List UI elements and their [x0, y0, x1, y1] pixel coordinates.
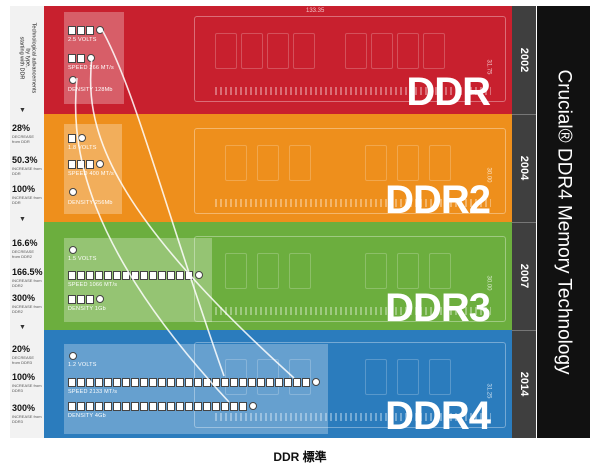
ddr4-volts-label: 1.2 VOLTS	[68, 362, 97, 368]
tech-advancements-note: Technological advancements by type, star…	[18, 22, 37, 94]
ddr2-density-pct: 100%	[12, 184, 36, 194]
ddr-density-label: DENSITY 128Mb	[68, 87, 113, 93]
ddr2-volts-label: 1.8 VOLTS	[68, 145, 97, 151]
ddr4-speed-label: SPEED 2133 MT/s	[68, 389, 118, 395]
ddr3-title: DDR3	[385, 286, 491, 330]
ddr3-density-boxes	[68, 295, 104, 304]
ddr-band: 133.35 31.75 2.5 VOLTS SPEED 266 MT/s DE…	[44, 6, 512, 114]
percentage-column: Technological advancements by type, star…	[10, 6, 44, 438]
ddr2-title: DDR2	[385, 178, 491, 222]
ddr3-speed-pct-note: INCREASE from DDR2	[12, 278, 42, 288]
ddr4-density-label: DENSITY 4Gb	[68, 413, 106, 419]
ddr-title: DDR	[406, 70, 491, 114]
ddr3-density-pct-note: INCREASE from DDR2	[12, 304, 42, 314]
year-ddr4: 2014	[518, 371, 531, 397]
ddr4-volts-boxes	[68, 352, 77, 360]
ddr4-volts-pct: 20%	[12, 344, 31, 354]
year-ddr2: 2004	[512, 114, 536, 223]
ddr3-volts-boxes	[68, 246, 77, 254]
ddr2-speed-pct-note: INCREASE from DDR	[12, 166, 42, 176]
ddr4-speed-pct-note: INCREASE from DDR3	[12, 383, 42, 393]
ddr2-density-boxes	[68, 188, 77, 196]
module-width-dimension: 133.35	[306, 8, 325, 14]
ddr2-volts-boxes	[68, 134, 86, 143]
year-ddr3: 2007	[512, 222, 536, 331]
brand-column: Crucial® DDR4 Memory Technology	[537, 6, 590, 438]
ddr2-speed-boxes	[68, 160, 104, 169]
ddr3-volts-pct-note: DECREASE from DDR2	[12, 249, 35, 259]
ddr2-volts-pct-note: DECREASE from DDR	[12, 134, 35, 144]
arrow-down-icon: ▼	[19, 324, 26, 331]
ddr3-density-label: DENSITY 1Gb	[68, 306, 106, 312]
ddr4-density-pct: 300%	[12, 403, 36, 413]
ddr2-volts-pct: 28%	[12, 123, 31, 133]
ddr3-band: 30.00 1.5 VOLTS SPEED 1066 MT/s DENSITY …	[44, 222, 512, 330]
ddr3-volts-pct: 16.6%	[12, 238, 38, 248]
ddr-volts-boxes	[68, 26, 104, 35]
ddr4-volts-pct-note: DECREASE from DDR3	[12, 355, 35, 365]
arrow-down-icon: ▼	[19, 107, 26, 114]
ddr3-volts-label: 1.5 VOLTS	[68, 256, 97, 262]
infographic: Technological advancements by type, star…	[10, 6, 590, 438]
arrow-down-icon: ▼	[19, 216, 26, 223]
ddr4-density-pct-note: INCREASE from DDR3	[12, 414, 42, 424]
ddr4-speed-pct: 100%	[12, 372, 36, 382]
ddr4-speed-boxes	[68, 378, 320, 387]
ddr3-density-pct: 300%	[12, 293, 36, 303]
year-column: 2002 2004 2007 2014	[512, 6, 536, 438]
ddr-density-boxes	[68, 76, 77, 84]
ddr2-density-pct-note: INCREASE from DDR	[12, 195, 42, 205]
year-ddr: 2002	[512, 6, 536, 115]
ddr-volts-label: 2.5 VOLTS	[68, 37, 97, 43]
ddr3-speed-boxes	[68, 271, 203, 280]
ddr4-band: 31.25 1.2 VOLTS SPEED 2133 MT/s DENSITY …	[44, 330, 512, 438]
ddr4-title: DDR4	[385, 394, 491, 438]
ddr2-band: 30.00 1.8 VOLTS SPEED 400 MT/s DENSITY 2…	[44, 114, 512, 222]
ddr2-speed-label: SPEED 400 MT/s	[68, 171, 114, 177]
ddr3-speed-pct: 166.5%	[12, 267, 43, 277]
ddr2-density-label: DENSITY 256Mb	[68, 200, 113, 206]
ddr3-speed-label: SPEED 1066 MT/s	[68, 282, 118, 288]
ddr-speed-label: SPEED 266 MT/s	[68, 65, 114, 71]
ddr4-density-boxes	[68, 402, 257, 411]
image-caption: DDR 標準	[273, 450, 327, 464]
brand-title: Crucial® DDR4 Memory Technology	[553, 69, 575, 375]
ddr2-speed-pct: 50.3%	[12, 155, 38, 165]
ddr-speed-boxes	[68, 54, 95, 63]
